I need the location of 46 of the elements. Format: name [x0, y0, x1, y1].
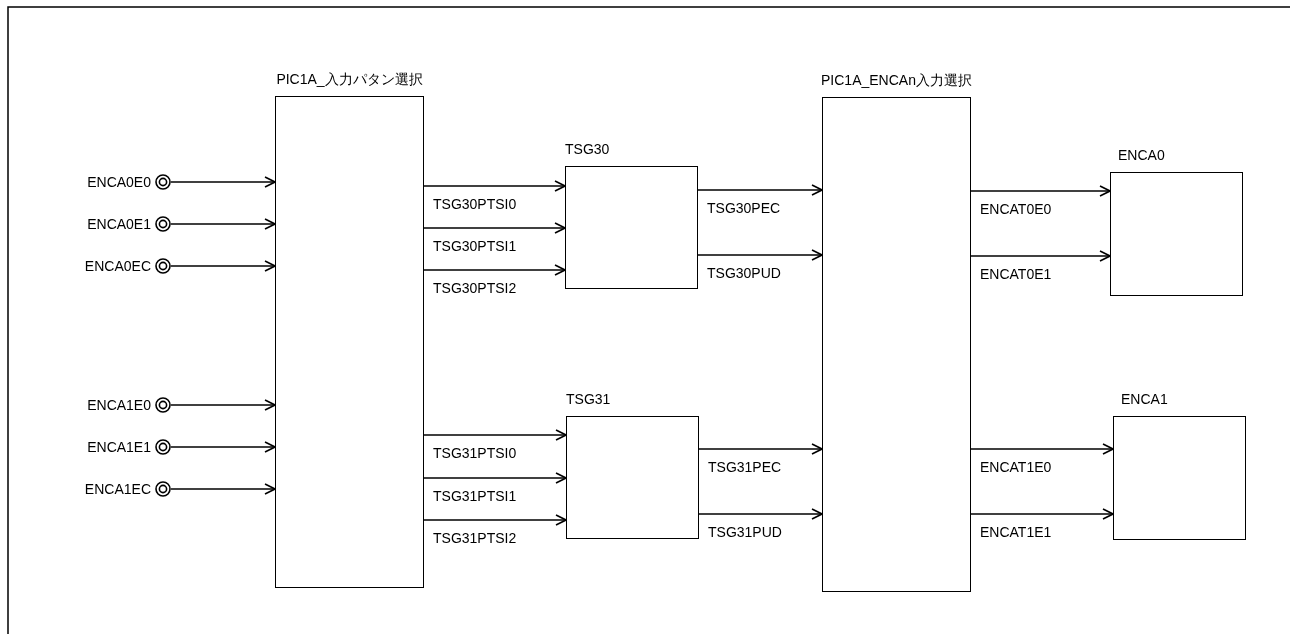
pin-name: ENCA1E0: [87, 397, 151, 413]
signal-label: TSG30PTSI1: [432, 238, 518, 254]
pin-name: ENCA0E1: [87, 216, 151, 232]
arrow: [697, 249, 823, 261]
block-title: ENCA0: [1118, 147, 1165, 163]
signal-label: ENCAT1E0: [979, 459, 1053, 475]
block-title: TSG31: [566, 391, 611, 407]
arrow: [423, 180, 566, 192]
arrow: [170, 399, 276, 411]
signal-label: ENCAT0E0: [979, 201, 1053, 217]
arrow: [170, 176, 276, 188]
arrow: [970, 443, 1114, 455]
signal-label: TSG31PEC: [707, 459, 783, 475]
arrow: [170, 260, 276, 272]
arrow: [423, 264, 566, 276]
arrow: [970, 250, 1111, 262]
arrow: [170, 218, 276, 230]
signal-label: TSG30PTSI2: [432, 280, 518, 296]
arrow: [423, 472, 567, 484]
signal-label: TSG31PTSI0: [432, 445, 518, 461]
signal-label: ENCAT1E1: [979, 524, 1053, 540]
signal-label: TSG30PUD: [706, 265, 782, 281]
arrow: [423, 222, 566, 234]
signal-label: TSG31PTSI1: [432, 488, 518, 504]
arrow: [970, 185, 1111, 197]
pin-name: ENCA1EC: [84, 481, 151, 497]
pin-name: ENCA0E0: [87, 174, 151, 190]
block-title: TSG30: [565, 141, 610, 157]
signal-label: TSG31PUD: [707, 524, 783, 540]
arrow: [698, 443, 823, 455]
pin-name: ENCA0EC: [84, 258, 151, 274]
signal-label: TSG31PTSI2: [432, 530, 518, 546]
block-title: ENCA1: [1121, 391, 1168, 407]
arrow: [170, 441, 276, 453]
signal-label: TSG30PTSI0: [432, 196, 518, 212]
block-title: PIC1A_ENCAn入力選択: [821, 72, 972, 88]
arrow: [697, 184, 823, 196]
arrow: [423, 514, 567, 526]
signal-label: TSG30PEC: [706, 200, 782, 216]
pin-name: ENCA1E1: [87, 439, 151, 455]
block-title: PIC1A_入力パタン選択: [276, 71, 423, 87]
arrow: [423, 429, 567, 441]
arrow: [698, 508, 823, 520]
arrow: [970, 508, 1114, 520]
signal-label: ENCAT0E1: [979, 266, 1053, 282]
arrow: [170, 483, 276, 495]
